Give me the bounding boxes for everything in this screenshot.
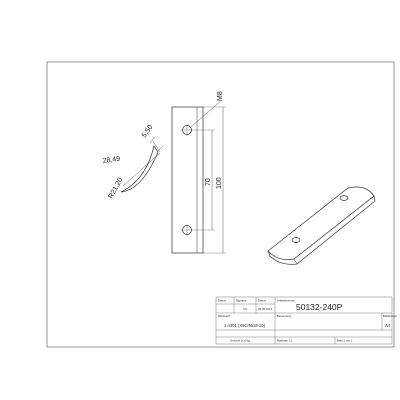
weight-label: Gewicht 0,10 kg [230, 339, 250, 343]
signature-value: CS [243, 307, 247, 311]
drawing-frame [46, 61, 395, 348]
side-view [120, 136, 164, 193]
plate-outline [171, 106, 204, 254]
front-view [171, 99, 226, 254]
iso-upper-hole [339, 195, 349, 201]
header-part-number-label: Artikelnummer [277, 299, 295, 303]
title-block [215, 296, 393, 345]
date-value: 20.05.2014 [258, 307, 272, 311]
iso-front-edge [267, 195, 376, 265]
chord-dimension-label: 28,49 [102, 156, 120, 165]
hole-spacing-dimension-label: 70 [205, 178, 212, 186]
chamfer-dimension-label: 5,50 [141, 124, 155, 139]
sheet-label: Blatt 1 von 1 [337, 339, 353, 343]
part-number: 50132-240P [296, 302, 343, 312]
iso-top-face [267, 186, 375, 260]
header-date-label: Datum [218, 299, 227, 303]
material-header: Werkstoff [218, 314, 230, 318]
format-value: A4 [385, 323, 391, 328]
description-header: Benennung [277, 314, 292, 318]
radius-dimension-label: R21,20 [108, 177, 125, 200]
scale-label: Maßstab 1:1 [277, 339, 293, 343]
side-profile-inner [120, 145, 155, 193]
side-profile-tip [153, 145, 159, 153]
header-signature-label: Signatur [236, 299, 246, 303]
iso-lower-hole [291, 237, 301, 243]
length-dimension-label: 100 [216, 177, 223, 189]
side-profile-outer [120, 151, 159, 193]
header-date2-label: Datum [258, 299, 267, 303]
thread-dimension-label: M8 [217, 91, 224, 101]
isometric-view [267, 186, 376, 265]
format-header: Blattformat [383, 314, 397, 318]
material-value: 1.4301 (X5CrNi18-10) [224, 323, 266, 328]
